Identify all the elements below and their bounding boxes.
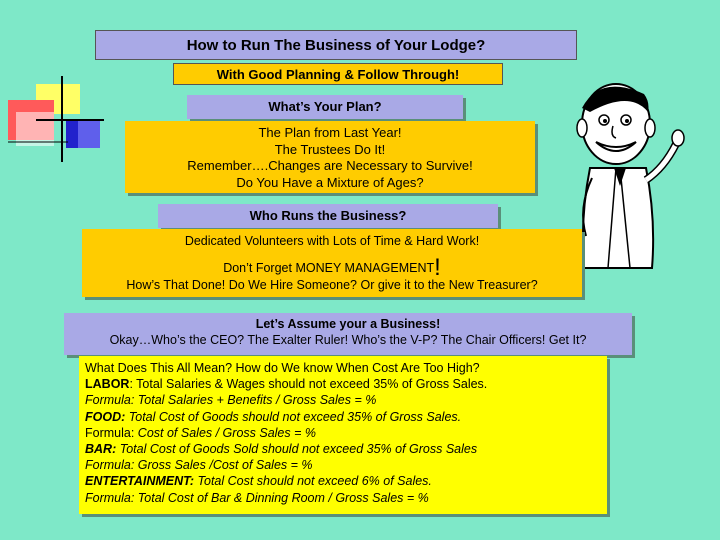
business-line: How’s That Done! Do We Hire Someone? Or … <box>126 278 538 292</box>
business-box: Dedicated Volunteers with Lots of Time &… <box>82 229 582 297</box>
slide-subtitle: With Good Planning & Follow Through! <box>173 63 503 85</box>
labor-text: : Total Salaries & Wages should not exce… <box>129 377 488 392</box>
food-formula-prefix: Formula: <box>85 425 135 440</box>
meaning-box: What Does This All Mean? How do We know … <box>79 356 607 514</box>
color-block-decoration-icon <box>8 76 104 162</box>
plan-line: The Trustees Do It! <box>274 141 386 157</box>
entertainment-label: ENTERTAINMENT: <box>85 474 195 489</box>
money-management-text: Don’t Forget MONEY MANAGEMENT <box>223 261 435 275</box>
food-formula-line: Formula: Cost of Sales / Gross Sales = % <box>85 425 607 441</box>
labor-line: LABOR: Total Salaries & Wages should not… <box>85 376 607 392</box>
food-label: FOOD: <box>85 409 126 424</box>
slide-title: How to Run The Business of Your Lodge? <box>95 30 577 60</box>
bar-label: BAR: <box>85 442 117 457</box>
meaning-intro: What Does This All Mean? How do We know … <box>85 361 480 375</box>
plan-line: Do You Have a Mixture of Ages? <box>236 174 424 190</box>
labor-label: LABOR <box>85 377 130 392</box>
entertainment-formula: Formula: Total Cost of Bar & Dinning Roo… <box>85 490 429 505</box>
bar-line: BAR: Total Cost of Goods Sold should not… <box>85 441 607 457</box>
food-text: Total Cost of Goods should not exceed 35… <box>125 409 462 424</box>
business-line: Dedicated Volunteers with Lots of Time &… <box>184 234 480 248</box>
plan-line: Remember….Changes are Necessary to Survi… <box>187 158 473 173</box>
assume-box: Let’s Assume your a Business! Okay…Who’s… <box>64 313 632 355</box>
bar-formula: Formula: Gross Sales /Cost of Sales = % <box>85 458 313 473</box>
entertainment-text: Total Cost should not exceed 6% of Sales… <box>194 474 432 489</box>
assume-heading: Let’s Assume your a Business! <box>255 317 441 331</box>
food-line: FOOD: Total Cost of Goods should not exc… <box>85 409 607 425</box>
plan-box: The Plan from Last Year! The Trustees Do… <box>125 121 535 193</box>
assume-text: Okay…Who’s the CEO? The Exalter Ruler! W… <box>109 333 587 347</box>
exclamation-mark: ! <box>434 254 441 281</box>
cartoon-man-illustration-icon <box>576 83 685 269</box>
business-heading: Who Runs the Business? <box>158 204 498 228</box>
bar-text: Total Cost of Goods Sold should not exce… <box>116 442 478 457</box>
entertainment-line: ENTERTAINMENT: Total Cost should not exc… <box>85 473 607 489</box>
labor-formula: Formula: Total Salaries + Benefits / Gro… <box>85 393 377 408</box>
food-formula: Cost of Sales / Gross Sales = % <box>134 425 316 440</box>
plan-line: The Plan from Last Year! <box>258 125 402 140</box>
plan-heading: What’s Your Plan? <box>187 95 463 119</box>
business-line: Don’t Forget MONEY MANAGEMENT! <box>82 254 582 282</box>
